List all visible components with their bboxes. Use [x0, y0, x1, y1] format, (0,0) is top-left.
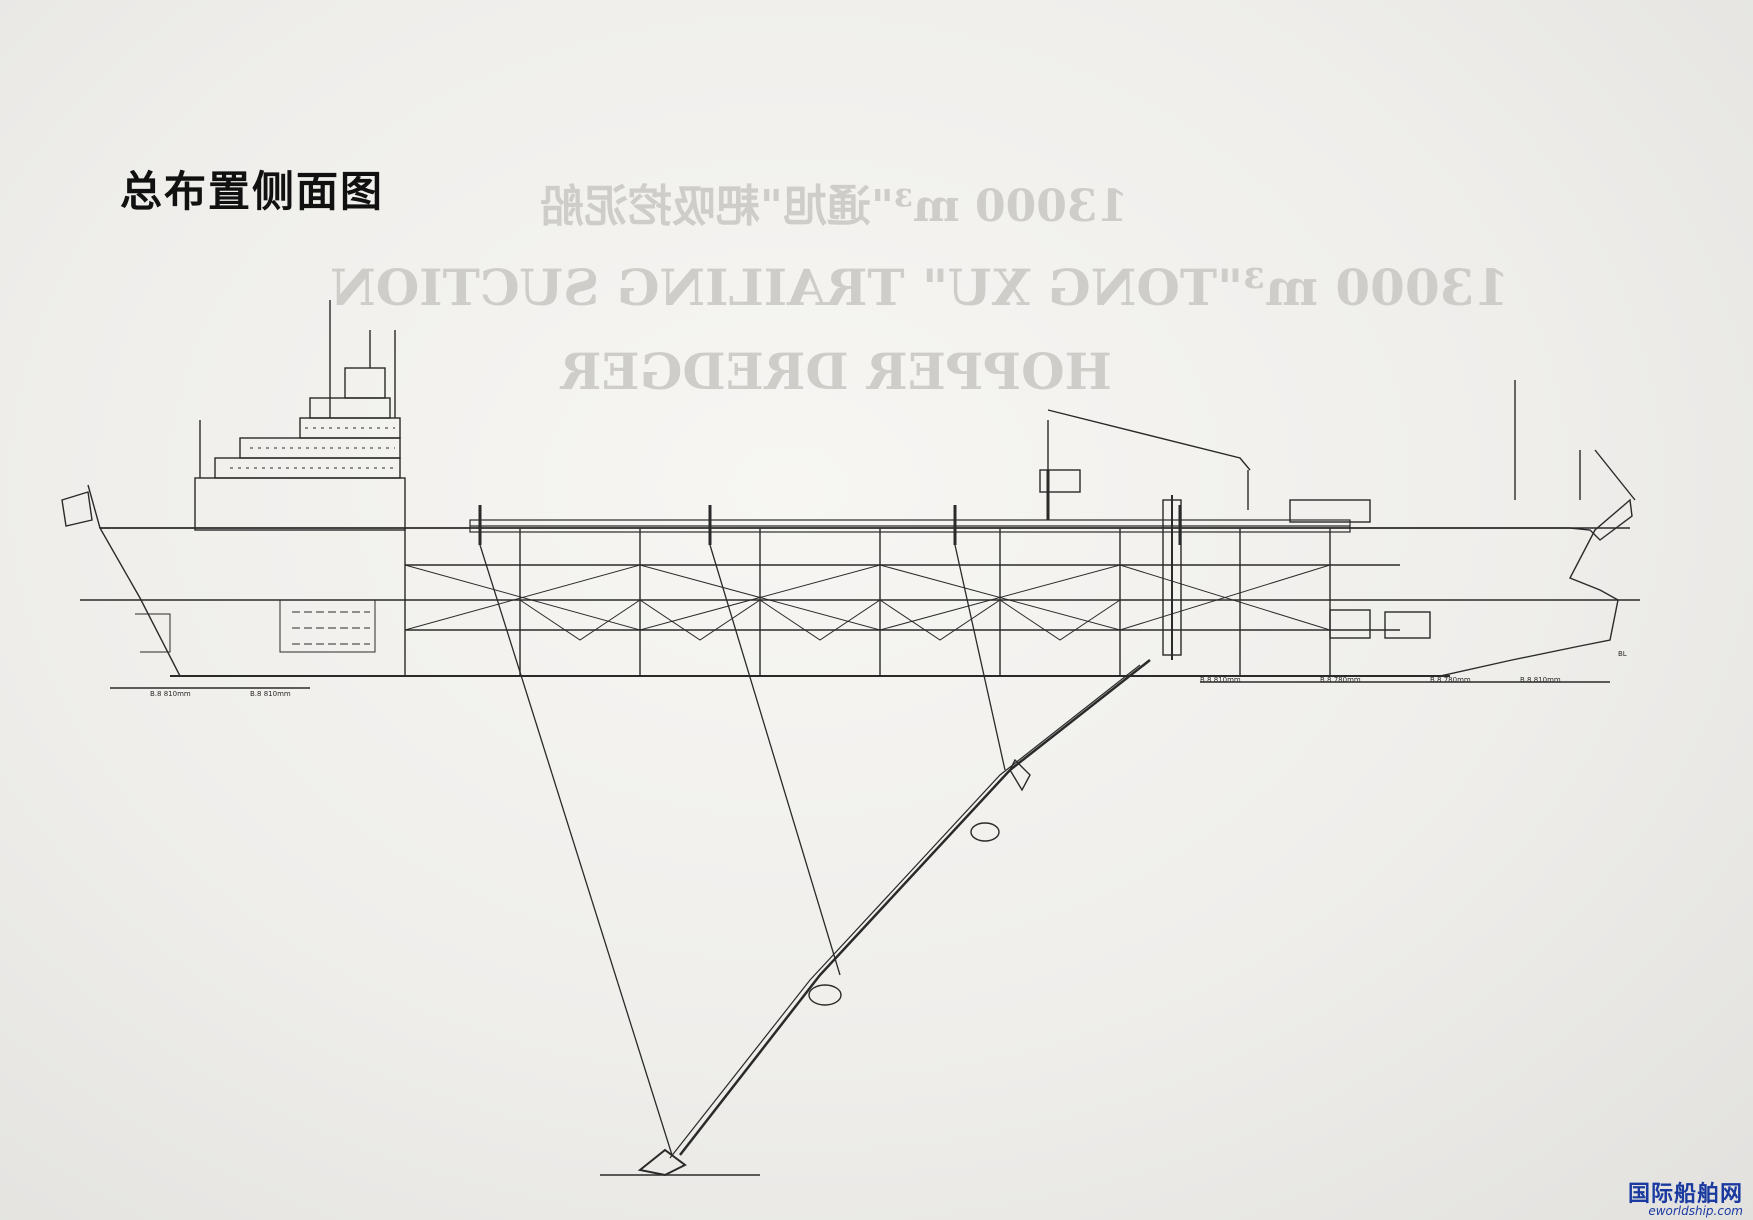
page-title: 总布置侧面图	[120, 167, 385, 216]
scale-label: B.8 810mm	[1200, 676, 1241, 684]
suction-pipe	[637, 659, 1151, 1177]
watermark: 国际船舶网 eworldship.com	[1628, 1176, 1743, 1218]
superstructure	[194, 300, 406, 531]
stern-crane	[1039, 409, 1251, 520]
watermark-url: eworldship.com	[1648, 1204, 1743, 1218]
scale-label: B.8 780mm	[1320, 676, 1361, 684]
stern-flag	[61, 484, 101, 529]
scale-bars	[110, 681, 1610, 689]
scale-label: B.8 810mm	[1520, 676, 1561, 684]
bulkheads	[404, 528, 1331, 676]
watermark-name: 国际船舶网	[1627, 1182, 1743, 1207]
superstructure-windows	[230, 427, 395, 469]
hoist-wires	[479, 544, 1006, 1156]
baseline-label: BL	[1618, 650, 1627, 658]
scale-label: B.8 810mm	[150, 690, 191, 698]
engine-room	[135, 599, 376, 653]
forward-equipment	[1289, 380, 1636, 639]
hopper-coaming	[469, 519, 1351, 533]
deck-posts	[478, 505, 1182, 545]
drag-arm-gantry	[1162, 495, 1182, 660]
hopper-bracing	[404, 564, 1331, 641]
scale-label: B.8 810mm	[250, 690, 291, 698]
scale-label: B.8 780mm	[1430, 676, 1471, 684]
